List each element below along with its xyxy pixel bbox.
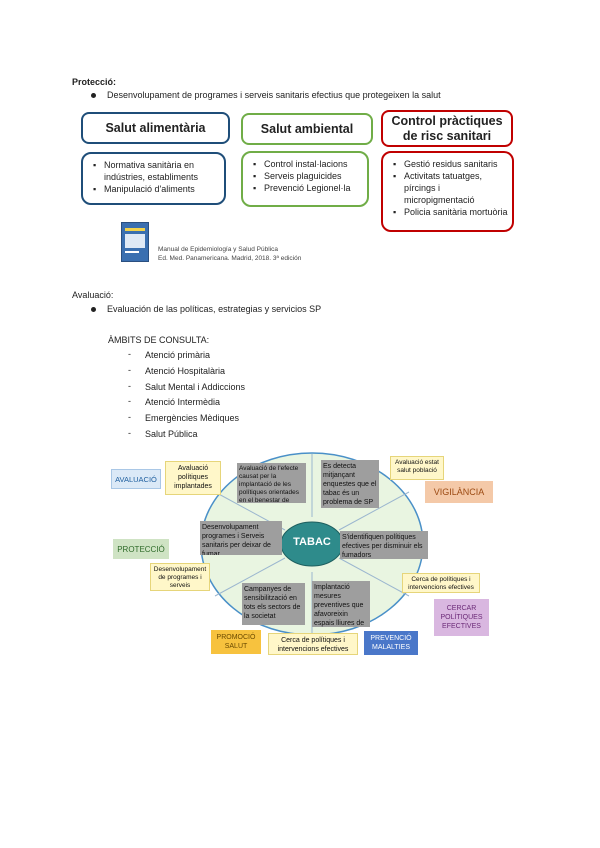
list-item: Prevenció Legionel·la [253, 182, 363, 194]
ambit-item: Salut Pública [145, 429, 198, 439]
list-salut-ambiental: Control instal·lacions Serveis plaguicid… [241, 151, 369, 207]
ambit-item: Emergències Mèdiques [145, 413, 240, 423]
segment-avaluacio-efecte: Avaluació de l'efecte causat per la impl… [237, 463, 306, 503]
note-avaluacio-estat: Avaluació estat salut població [390, 456, 444, 480]
box-salut-alimentaria: Salut alimentària [81, 112, 230, 144]
box-title: Salut alimentària [105, 120, 206, 135]
book-edition: Ed. Med. Panamericana. Madrid, 2018. 3ª … [158, 255, 302, 262]
note-desenvolupament: Desenvolupament de programes i serveis [150, 563, 210, 591]
bullet-marker [91, 307, 96, 312]
note-avaluacio-politiques: Avaluació polítiques implantades [165, 461, 221, 495]
list-item: Activitats tatuatges, pírcings i micropi… [393, 170, 508, 206]
box-title: Salut ambiental [260, 121, 354, 136]
note-cerca-intervencions: Cerca de polítiques i intervencions efec… [268, 633, 358, 655]
bullet-marker [91, 93, 96, 98]
ambits-title: ÀMBITS DE CONSULTA: [108, 335, 210, 345]
book-title: Manual de Epidemiología y Salud Pública [158, 246, 278, 253]
avaluacio-bullet-text: Evaluación de las políticas, estrategias… [107, 304, 322, 314]
book-cover-image [121, 222, 149, 262]
tag-avaluacio: AVALUACIÓ [111, 469, 161, 489]
tag-cercar-politiques: CERCAR POLÍTIQUES EFECTIVES [434, 599, 489, 636]
ambit-item: Atenció primària [145, 350, 211, 360]
list-item: Gestió residus sanitaris [393, 158, 508, 170]
list-item: Policia sanitària mortuòria [393, 206, 508, 218]
segment-deixar-fumar: Desenvolupament programes i Serveis sani… [200, 521, 282, 555]
ambit-item: Salut Mental i Addiccions [145, 382, 246, 392]
proteccio-bullet-text: Desenvolupament de programes i serveis s… [107, 90, 441, 100]
ambit-item: Atenció Intermèdia [145, 397, 221, 407]
tag-proteccio: PROTECCIÓ [113, 539, 169, 559]
note-cerca-politiques: Cerca de polítiques i intervencions efec… [402, 573, 480, 593]
list-item: Serveis plaguicides [253, 170, 363, 182]
list-item: Manipulació d'aliments [93, 183, 220, 195]
ambit-item: Atenció Hospitalària [145, 366, 226, 376]
list-item: Control instal·lacions [253, 158, 363, 170]
tag-prevencio-malalties: PREVENCIÓ MALALTIES [364, 631, 418, 655]
segment-mesures-preventives: Implantació mesures preventives que afav… [312, 581, 370, 627]
avaluacio-heading: Avaluació: [72, 290, 114, 300]
proteccio-heading: Protecció: [72, 77, 117, 87]
segment-campanyes: Campanyes de sensibilització en tots els… [242, 583, 305, 625]
box-salut-ambiental: Salut ambiental [241, 113, 373, 145]
center-label: TABAC [293, 536, 331, 548]
box-title: Control pràctiques de risc sanitari [391, 113, 503, 143]
segment-politiques-efectives: S'identifiquen polítiques efectives per … [340, 531, 428, 559]
list-control-practiques: Gestió residus sanitaris Activitats tatu… [381, 151, 514, 232]
list-item: Normativa sanitària en indústries, estab… [93, 159, 220, 183]
book-reference: Manual de Epidemiología y Salud Pública … [158, 245, 301, 263]
box-control-practiques: Control pràctiques de risc sanitari [381, 110, 513, 147]
segment-enquestes: Es detecta mitjançant enquestes que el t… [321, 460, 379, 508]
list-salut-alimentaria: Normativa sanitària en indústries, estab… [81, 152, 226, 205]
tag-promocio-salut: PROMOCIÓ SALUT [211, 630, 261, 654]
tag-vigilancia: VIGILÀNCIA [425, 481, 493, 503]
